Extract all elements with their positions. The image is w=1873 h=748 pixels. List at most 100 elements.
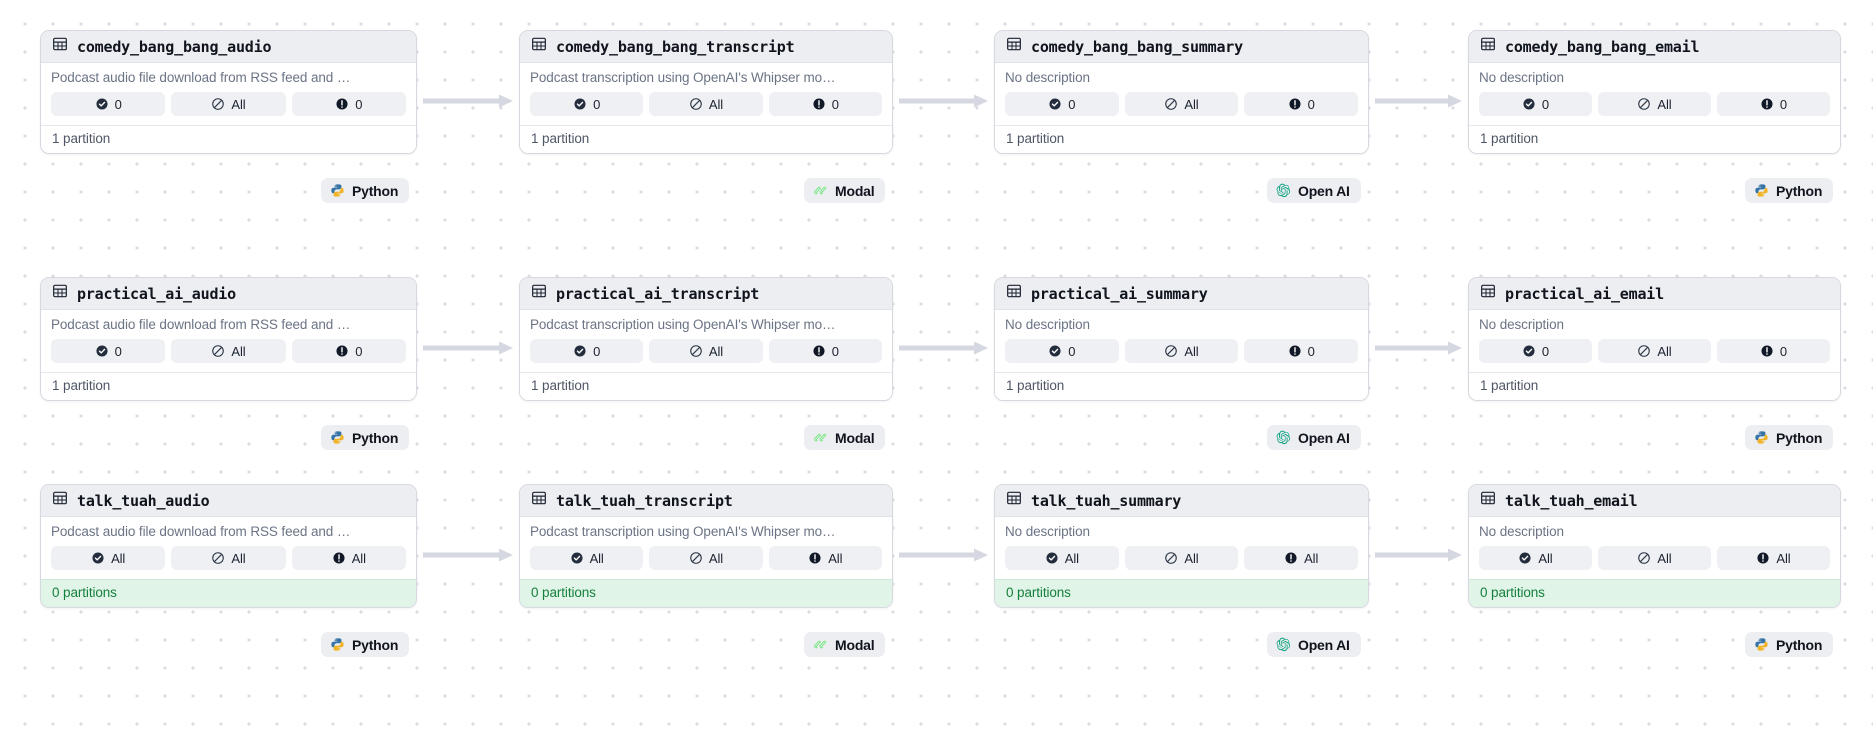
- asset-badge-value: 0: [1068, 343, 1076, 359]
- asset-card-header[interactable]: practical_ai_transcript: [520, 278, 892, 310]
- compute-kind-tag[interactable]: Python: [1745, 632, 1834, 657]
- asset-card-header[interactable]: comedy_bang_bang_email: [1469, 31, 1840, 63]
- arrow-right-icon: [423, 341, 513, 355]
- asset-badge-alert-circle[interactable]: All: [1244, 546, 1359, 570]
- alert-circle-icon: [1757, 552, 1769, 564]
- asset-badge-slashed-circle[interactable]: All: [1598, 339, 1711, 363]
- asset-partition-count: 0 partitions: [1469, 579, 1840, 607]
- asset-badge-check-circle[interactable]: 0: [51, 339, 166, 363]
- asset-badge-slashed-circle[interactable]: All: [1124, 339, 1239, 363]
- compute-kind-tag[interactable]: Open AI: [1267, 425, 1361, 450]
- compute-kind-tag[interactable]: Modal: [804, 632, 886, 657]
- table-grid-icon: [1481, 491, 1495, 505]
- compute-kind-tag[interactable]: Python: [321, 178, 410, 203]
- asset-badge-slashed-circle[interactable]: All: [1598, 92, 1711, 116]
- asset-partition-count: 1 partition: [520, 125, 892, 153]
- asset-badge-slashed-circle[interactable]: All: [649, 339, 763, 363]
- table-grid-icon: [1480, 490, 1496, 511]
- asset-badge-alert-circle[interactable]: 0: [1244, 92, 1359, 116]
- slashed-circle-icon: [1165, 98, 1178, 110]
- asset-badge-check-circle[interactable]: All: [530, 546, 644, 570]
- asset-badge-alert-circle[interactable]: 0: [768, 92, 882, 116]
- asset-badge-value: All: [1657, 550, 1672, 566]
- asset-badge-alert-circle[interactable]: All: [768, 546, 882, 570]
- compute-kind-tag[interactable]: Python: [1745, 425, 1834, 450]
- asset-badge-alert-circle[interactable]: All: [291, 546, 406, 570]
- asset-card-header[interactable]: practical_ai_summary: [995, 278, 1368, 310]
- compute-kind-tag[interactable]: Python: [321, 632, 410, 657]
- asset-badge-value: All: [351, 550, 366, 566]
- asset-badge-check-circle[interactable]: 0: [1479, 92, 1592, 116]
- asset-badge-check-circle[interactable]: All: [1479, 546, 1592, 570]
- asset-badge-check-circle[interactable]: 0: [530, 339, 644, 363]
- asset-card-title: practical_ai_summary: [1031, 284, 1208, 303]
- compute-kind-label: Modal: [835, 182, 875, 199]
- asset-badge-value: All: [589, 550, 604, 566]
- asset-description: No description: [1479, 317, 1564, 332]
- compute-kind-label: Python: [352, 636, 399, 653]
- asset-card-header[interactable]: comedy_bang_bang_summary: [995, 31, 1368, 63]
- asset-badge-alert-circle[interactable]: 0: [291, 339, 406, 363]
- asset-card-header[interactable]: practical_ai_email: [1469, 278, 1840, 310]
- slashed-circle-icon: [1638, 98, 1651, 110]
- asset-badge-check-circle[interactable]: All: [1005, 546, 1119, 570]
- asset-description: No description: [1479, 70, 1564, 85]
- asset-badge-alert-circle[interactable]: 0: [291, 92, 406, 116]
- table-grid-icon: [532, 37, 546, 51]
- asset-card-header[interactable]: talk_tuah_summary: [995, 485, 1368, 517]
- asset-badge-check-circle[interactable]: All: [51, 546, 166, 570]
- asset-badge-slashed-circle[interactable]: All: [171, 92, 286, 116]
- table-grid-icon: [531, 36, 547, 57]
- asset-badge-slashed-circle[interactable]: All: [171, 546, 286, 570]
- asset-badge-slashed-circle[interactable]: All: [1598, 546, 1711, 570]
- asset-badge-slashed-circle[interactable]: All: [649, 92, 763, 116]
- asset-card-header[interactable]: talk_tuah_email: [1469, 485, 1840, 517]
- asset-badge-alert-circle[interactable]: 0: [1717, 339, 1830, 363]
- asset-badge-alert-circle[interactable]: 0: [1244, 339, 1359, 363]
- asset-badge-check-circle[interactable]: 0: [1005, 92, 1119, 116]
- compute-kind-tag[interactable]: Python: [1745, 178, 1834, 203]
- asset-badge-alert-circle[interactable]: All: [1717, 546, 1830, 570]
- asset-badge-check-circle[interactable]: 0: [51, 92, 166, 116]
- asset-badge-slashed-circle[interactable]: All: [171, 339, 286, 363]
- asset-card-header[interactable]: comedy_bang_bang_audio: [41, 31, 416, 63]
- compute-kind-tag[interactable]: Modal: [804, 178, 886, 203]
- asset-card-header[interactable]: talk_tuah_transcript: [520, 485, 892, 517]
- asset-card-title: comedy_bang_bang_transcript: [556, 37, 795, 56]
- asset-badge-slashed-circle[interactable]: All: [1124, 546, 1239, 570]
- asset-badge-check-circle[interactable]: 0: [1479, 339, 1592, 363]
- asset-badge-alert-circle[interactable]: 0: [1717, 92, 1830, 116]
- compute-kind-tag[interactable]: Python: [321, 425, 410, 450]
- asset-badge-slashed-circle[interactable]: All: [649, 546, 763, 570]
- asset-badge-slashed-circle[interactable]: All: [1124, 92, 1239, 116]
- table-grid-icon: [52, 283, 68, 304]
- table-grid-icon: [1006, 283, 1022, 304]
- compute-kind-tag[interactable]: Open AI: [1267, 632, 1361, 657]
- compute-kind-tag[interactable]: Modal: [804, 425, 886, 450]
- asset-card-header[interactable]: comedy_bang_bang_transcript: [520, 31, 892, 63]
- asset-badge-check-circle[interactable]: 0: [1005, 339, 1119, 363]
- arrow-right-icon: [423, 548, 513, 562]
- asset-badge-check-circle[interactable]: 0: [530, 92, 644, 116]
- python-logo-icon: [331, 638, 344, 651]
- asset-badge-alert-circle[interactable]: 0: [768, 339, 882, 363]
- asset-card-header[interactable]: talk_tuah_audio: [41, 485, 416, 517]
- asset-card-header[interactable]: practical_ai_audio: [41, 278, 416, 310]
- compute-kind-tag[interactable]: Open AI: [1267, 178, 1361, 203]
- asset-card-title: talk_tuah_audio: [77, 491, 210, 510]
